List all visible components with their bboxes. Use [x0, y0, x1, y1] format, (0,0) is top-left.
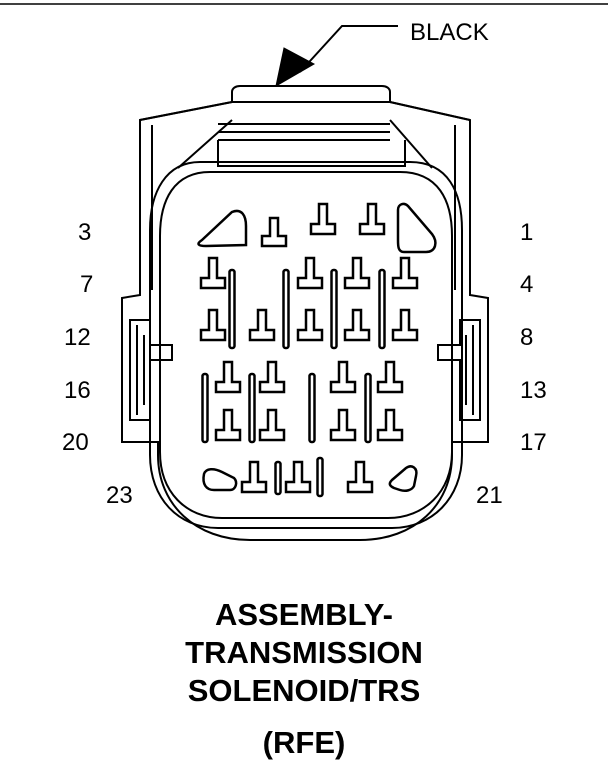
terminal-20 [376, 408, 404, 442]
pin-labels-right: 1 4 8 13 17 21 [476, 219, 547, 509]
pin-label-20: 20 [62, 429, 89, 456]
terminal-separator-slot [330, 268, 338, 350]
callout-arrow [275, 25, 398, 87]
callout-label-black: BLACK [410, 19, 489, 46]
terminal-1 [260, 216, 288, 248]
terminal-11 [343, 308, 371, 342]
terminal-separator-slot [378, 268, 386, 350]
terminal-6 [343, 256, 371, 290]
terminal-separator-slot [364, 372, 372, 444]
component-subtitle: (RFE) [262, 725, 346, 760]
pin-labels-left: 3 7 12 16 20 23 [62, 219, 133, 509]
connector-body [121, 85, 489, 541]
pin-label-23: 23 [106, 482, 133, 509]
terminal-separator-slot [274, 460, 282, 496]
terminal-separator-slot [308, 372, 316, 444]
title-line-3: SOLENOID/TRS [187, 673, 421, 708]
terminal-5 [296, 256, 324, 290]
pin-label-16: 16 [64, 377, 91, 404]
pin-label-7: 7 [80, 271, 93, 298]
pin-label-17: 17 [520, 429, 547, 456]
terminal-9 [248, 308, 276, 342]
terminal-separator-slot [248, 372, 256, 444]
terminal-separator-slot [228, 268, 236, 350]
terminal-21 [240, 460, 268, 494]
pin-label-4: 4 [520, 271, 533, 298]
terminal-cavities [199, 202, 419, 498]
terminal-22 [284, 460, 312, 494]
terminal-16 [376, 360, 404, 394]
terminal-separator-slot [316, 456, 324, 498]
pin-label-1: 1 [520, 219, 533, 246]
terminal-12 [391, 308, 419, 342]
terminal-14 [258, 360, 286, 394]
terminal-2 [309, 202, 337, 236]
component-title: ASSEMBLY- TRANSMISSION SOLENOID/TRS [0, 596, 608, 710]
pin-label-12: 12 [64, 324, 91, 351]
pin-label-21: 21 [476, 482, 503, 509]
terminal-separator-slot [282, 268, 290, 350]
terminal-23 [346, 460, 374, 494]
terminal-15 [329, 360, 357, 394]
terminal-separator-slot [201, 372, 209, 444]
terminal-3 [358, 202, 386, 236]
terminal-10 [296, 308, 324, 342]
terminal-17 [214, 408, 242, 442]
pin-label-3: 3 [78, 219, 91, 246]
terminal-4 [199, 256, 227, 290]
terminal-18 [258, 408, 286, 442]
title-line-2: TRANSMISSION [185, 635, 423, 670]
title-line-1: ASSEMBLY- [214, 597, 393, 632]
pin-label-8: 8 [520, 324, 533, 351]
terminal-8 [199, 308, 227, 342]
terminal-19 [329, 408, 357, 442]
pin-label-13: 13 [520, 377, 547, 404]
terminal-7 [391, 256, 419, 290]
terminal-13 [214, 360, 242, 394]
polarizing-keys [197, 202, 437, 493]
